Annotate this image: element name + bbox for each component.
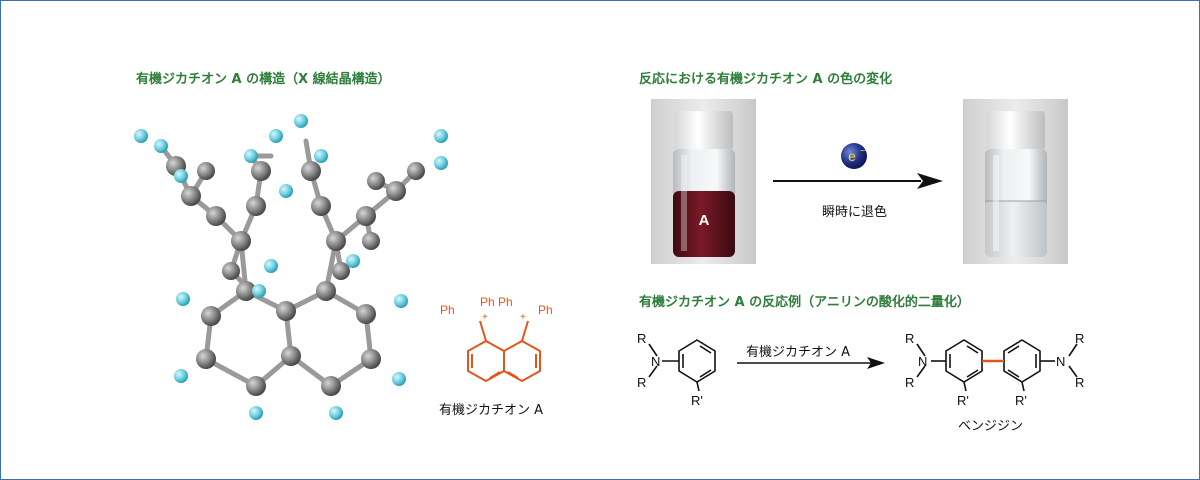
atom-n: N [918, 354, 927, 369]
electron-symbol: e [848, 148, 856, 164]
decolorization-label: 瞬時に退色 [822, 205, 888, 220]
hydrogen-atoms [134, 114, 448, 420]
vial-after-photo [963, 99, 1068, 264]
ph-label: Ph [480, 295, 495, 309]
color-change-heading: 反応における有機ジカチオン A の色の変化 [639, 72, 893, 87]
atom-r: R [1075, 375, 1084, 390]
electron-badge: e − [841, 143, 867, 169]
reaction-arrow-color [773, 173, 943, 189]
xray-structure-model [134, 114, 448, 420]
carbon-atoms [166, 156, 425, 396]
reaction-scheme: N R R R' N R R R' R' N R R [637, 331, 1084, 408]
atom-r-prime: R' [691, 393, 703, 408]
product-name: ベンジジン [958, 419, 1024, 434]
ph-label: Ph [538, 303, 553, 317]
cation-charge: + [520, 312, 526, 323]
vial-before-photo: A [651, 99, 756, 264]
compound-caption: 有機ジカチオン A [439, 403, 544, 418]
atom-r: R [637, 375, 646, 390]
atom-r-prime: R' [957, 393, 969, 408]
cation-charge: + [482, 312, 488, 323]
atom-r: R [905, 331, 914, 346]
structure-heading: 有機ジカチオン A の構造（X 線結晶構造） [136, 72, 391, 87]
atom-r: R [905, 375, 914, 390]
atom-r-prime: R' [1015, 393, 1027, 408]
electron-charge: − [860, 146, 866, 157]
atom-r: R [1075, 331, 1084, 346]
atom-n: N [1056, 354, 1065, 369]
vial-label: A [699, 212, 710, 229]
ph-label: Ph [440, 303, 455, 317]
dication-skeletal-formula: Ph Ph Ph Ph + + [440, 295, 553, 382]
atom-n: N [651, 354, 660, 369]
ph-label: Ph [498, 295, 513, 309]
atom-r: R [637, 331, 646, 346]
reagent-label: 有機ジカチオン A [746, 345, 851, 360]
reaction-heading: 有機ジカチオン A の反応例（アニリンの酸化的二量化） [639, 295, 970, 310]
